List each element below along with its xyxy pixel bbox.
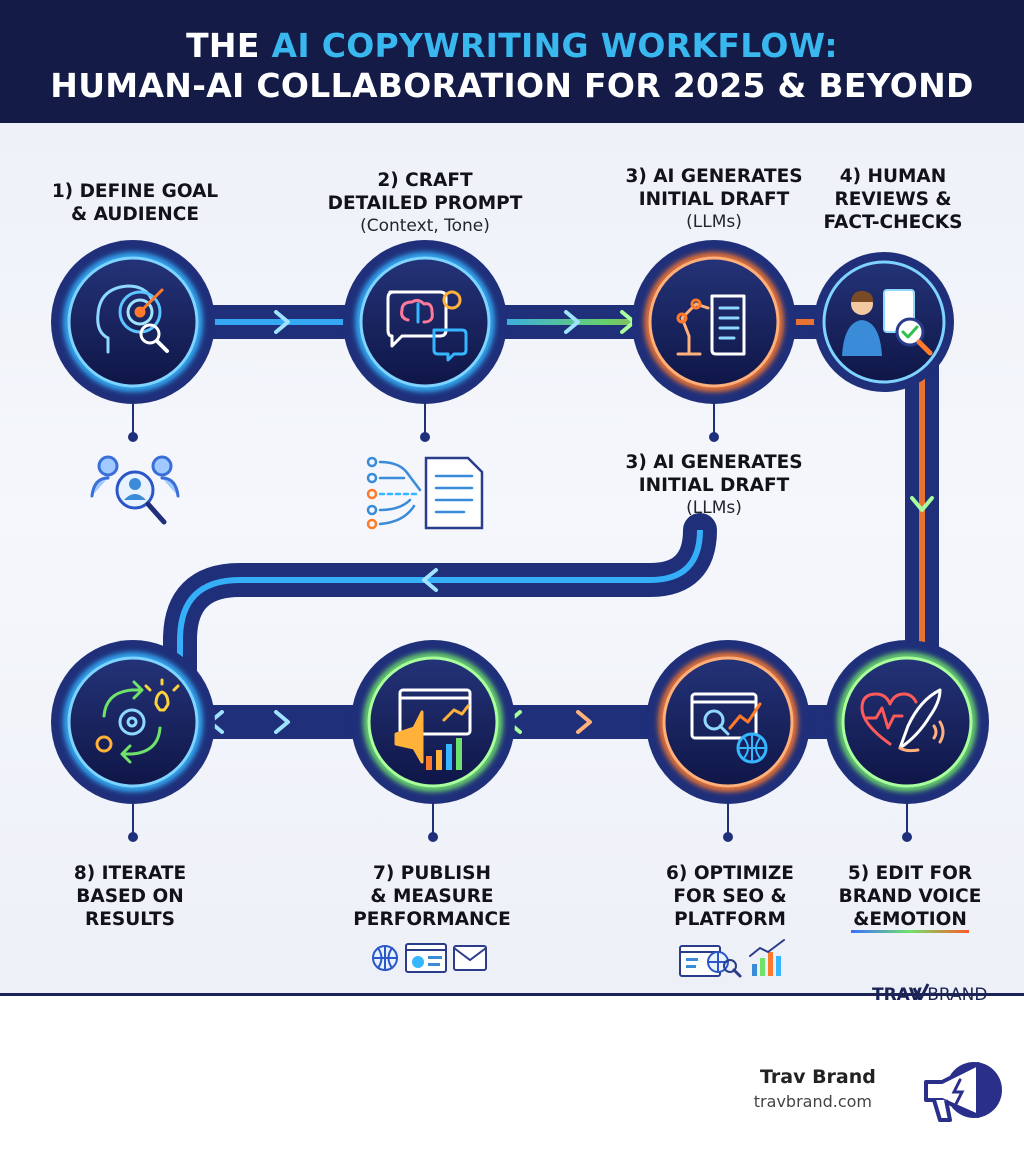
seo-platform-icon xyxy=(679,939,785,978)
step-4-node xyxy=(814,252,954,392)
audience-icon xyxy=(90,455,180,525)
megaphone-logo-icon xyxy=(924,1062,1002,1122)
seo-globe-chart-icon xyxy=(690,692,768,764)
panel-divider xyxy=(0,993,1024,996)
step-1-node xyxy=(51,240,215,404)
step-7-node xyxy=(351,640,515,804)
target-head-icon xyxy=(96,284,169,354)
brand-mark: TRAV BRAND xyxy=(872,985,988,1005)
heart-quill-icon xyxy=(860,688,945,753)
step-8-node xyxy=(51,640,215,804)
robot-arm-document-icon xyxy=(676,294,746,356)
emotion-underline xyxy=(851,930,969,933)
footer-url[interactable]: travbrand.com xyxy=(753,1092,872,1111)
step-2-node xyxy=(343,240,507,404)
header-banner: THE AI COPYWRITING WORKFLOW: HUMAN-AI CO… xyxy=(0,0,1024,123)
workflow-diagram xyxy=(51,240,989,1000)
title-line-2: HUMAN-AI COLLABORATION FOR 2025 & BEYOND xyxy=(50,66,974,105)
reviewer-document-icon xyxy=(842,289,933,356)
footer-brand-name: Trav Brand xyxy=(760,1066,876,1088)
step-6-node xyxy=(646,640,810,804)
title-line-1: THE AI COPYWRITING WORKFLOW: xyxy=(186,26,838,65)
step-5-node xyxy=(825,640,989,804)
pipe-system xyxy=(116,305,939,739)
title-accent: AI COPYWRITING WORKFLOW: xyxy=(271,26,838,65)
prompt-document-icon xyxy=(366,456,484,530)
node-stems xyxy=(128,400,912,842)
brain-chat-icon xyxy=(386,290,468,362)
megaphone-chart-icon xyxy=(394,688,472,770)
channels-icon xyxy=(372,943,487,973)
step-1-label: 1) DEFINE GOAL& AUDIENCE xyxy=(51,181,219,225)
brand-mark-chevron xyxy=(912,983,930,1000)
step-3-node xyxy=(632,240,796,404)
cycle-gears-bulb-icon xyxy=(95,678,180,764)
